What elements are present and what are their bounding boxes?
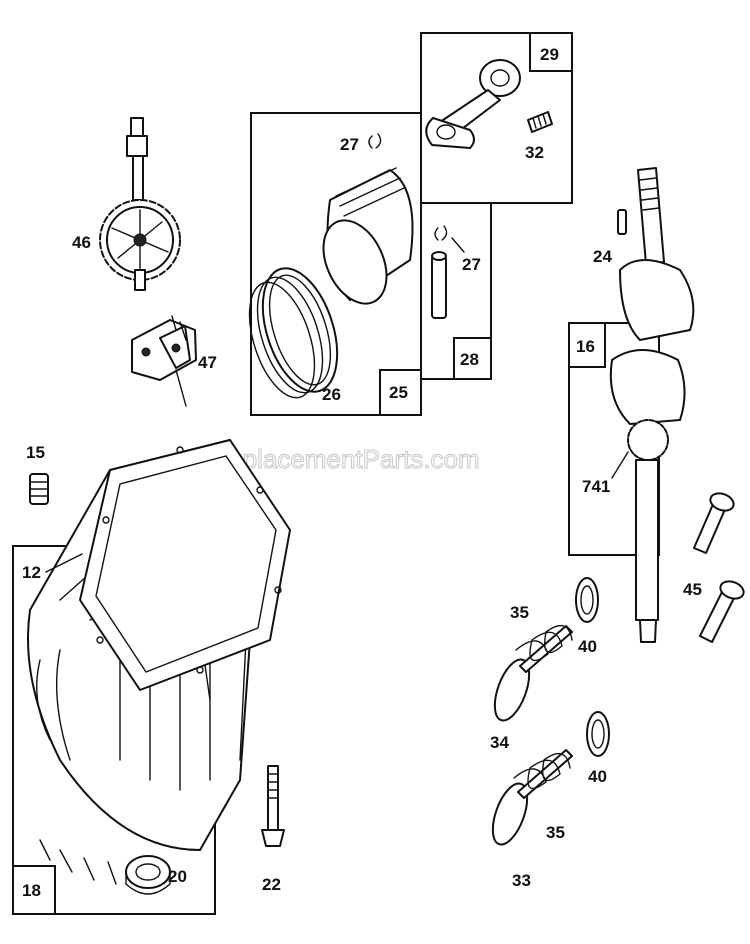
- piston-rings-part: [248, 267, 339, 399]
- plug-part: [29, 473, 49, 505]
- label-22: 22: [262, 875, 281, 894]
- label-12: 12: [22, 563, 41, 582]
- label-35-bottom: 35: [546, 823, 565, 842]
- tag-box-29: [529, 32, 573, 72]
- label-32: 32: [525, 143, 544, 162]
- label-741: 741: [582, 477, 610, 496]
- label-20: 20: [168, 867, 187, 886]
- label-46: 46: [72, 233, 91, 252]
- label-34: 34: [490, 733, 509, 752]
- tag-box-28: [453, 337, 492, 380]
- rod-bolt-part: [527, 111, 553, 133]
- wrist-pin-part: [431, 251, 447, 319]
- label-47: 47: [198, 353, 217, 372]
- valve-retainer-lower-part: [586, 711, 610, 757]
- label-24: 24: [593, 247, 612, 266]
- label-33: 33: [512, 871, 531, 890]
- label-40-top: 40: [578, 637, 597, 656]
- crankshaft-part: [609, 167, 695, 643]
- group-box-28: 28: [420, 202, 492, 380]
- label-35-top: 35: [510, 603, 529, 622]
- piston-part: [322, 167, 414, 305]
- tag-box-25: [379, 369, 422, 416]
- governor-part: [131, 315, 197, 407]
- circlip-bottom-part: [434, 225, 448, 241]
- label-27-bottom: 27: [462, 255, 481, 274]
- label-16: 16: [576, 337, 595, 356]
- label-27-top: 27: [340, 135, 359, 154]
- connecting-rod-part: [425, 59, 521, 149]
- label-28: 28: [460, 350, 479, 369]
- valve-lifter-lower-part: [699, 580, 745, 643]
- bolt-part: [261, 765, 285, 847]
- group-box-16: 16: [568, 322, 660, 556]
- camshaft-gear-part: [99, 117, 181, 291]
- label-40-bottom: 40: [588, 767, 607, 786]
- dowel-pin-part: [617, 209, 627, 235]
- label-45: 45: [683, 580, 702, 599]
- valve-lifter-upper-part: [693, 492, 735, 554]
- label-15: 15: [26, 443, 45, 462]
- gasket-part: [79, 439, 291, 691]
- circlip-top-part: [368, 133, 382, 149]
- valve-lower-part: [491, 749, 573, 846]
- label-25: 25: [389, 383, 408, 402]
- valve-spring-lower-part: [513, 752, 571, 790]
- label-29: 29: [540, 45, 559, 64]
- valve-upper-part: [493, 625, 573, 722]
- tag-box-16: [568, 322, 606, 368]
- bearing-part: [125, 855, 171, 895]
- valve-spring-upper-part: [515, 624, 573, 662]
- tag-box-18: [12, 865, 56, 915]
- label-26: 26: [322, 385, 341, 404]
- label-18: 18: [22, 881, 41, 900]
- valve-retainer-upper-part: [575, 577, 599, 623]
